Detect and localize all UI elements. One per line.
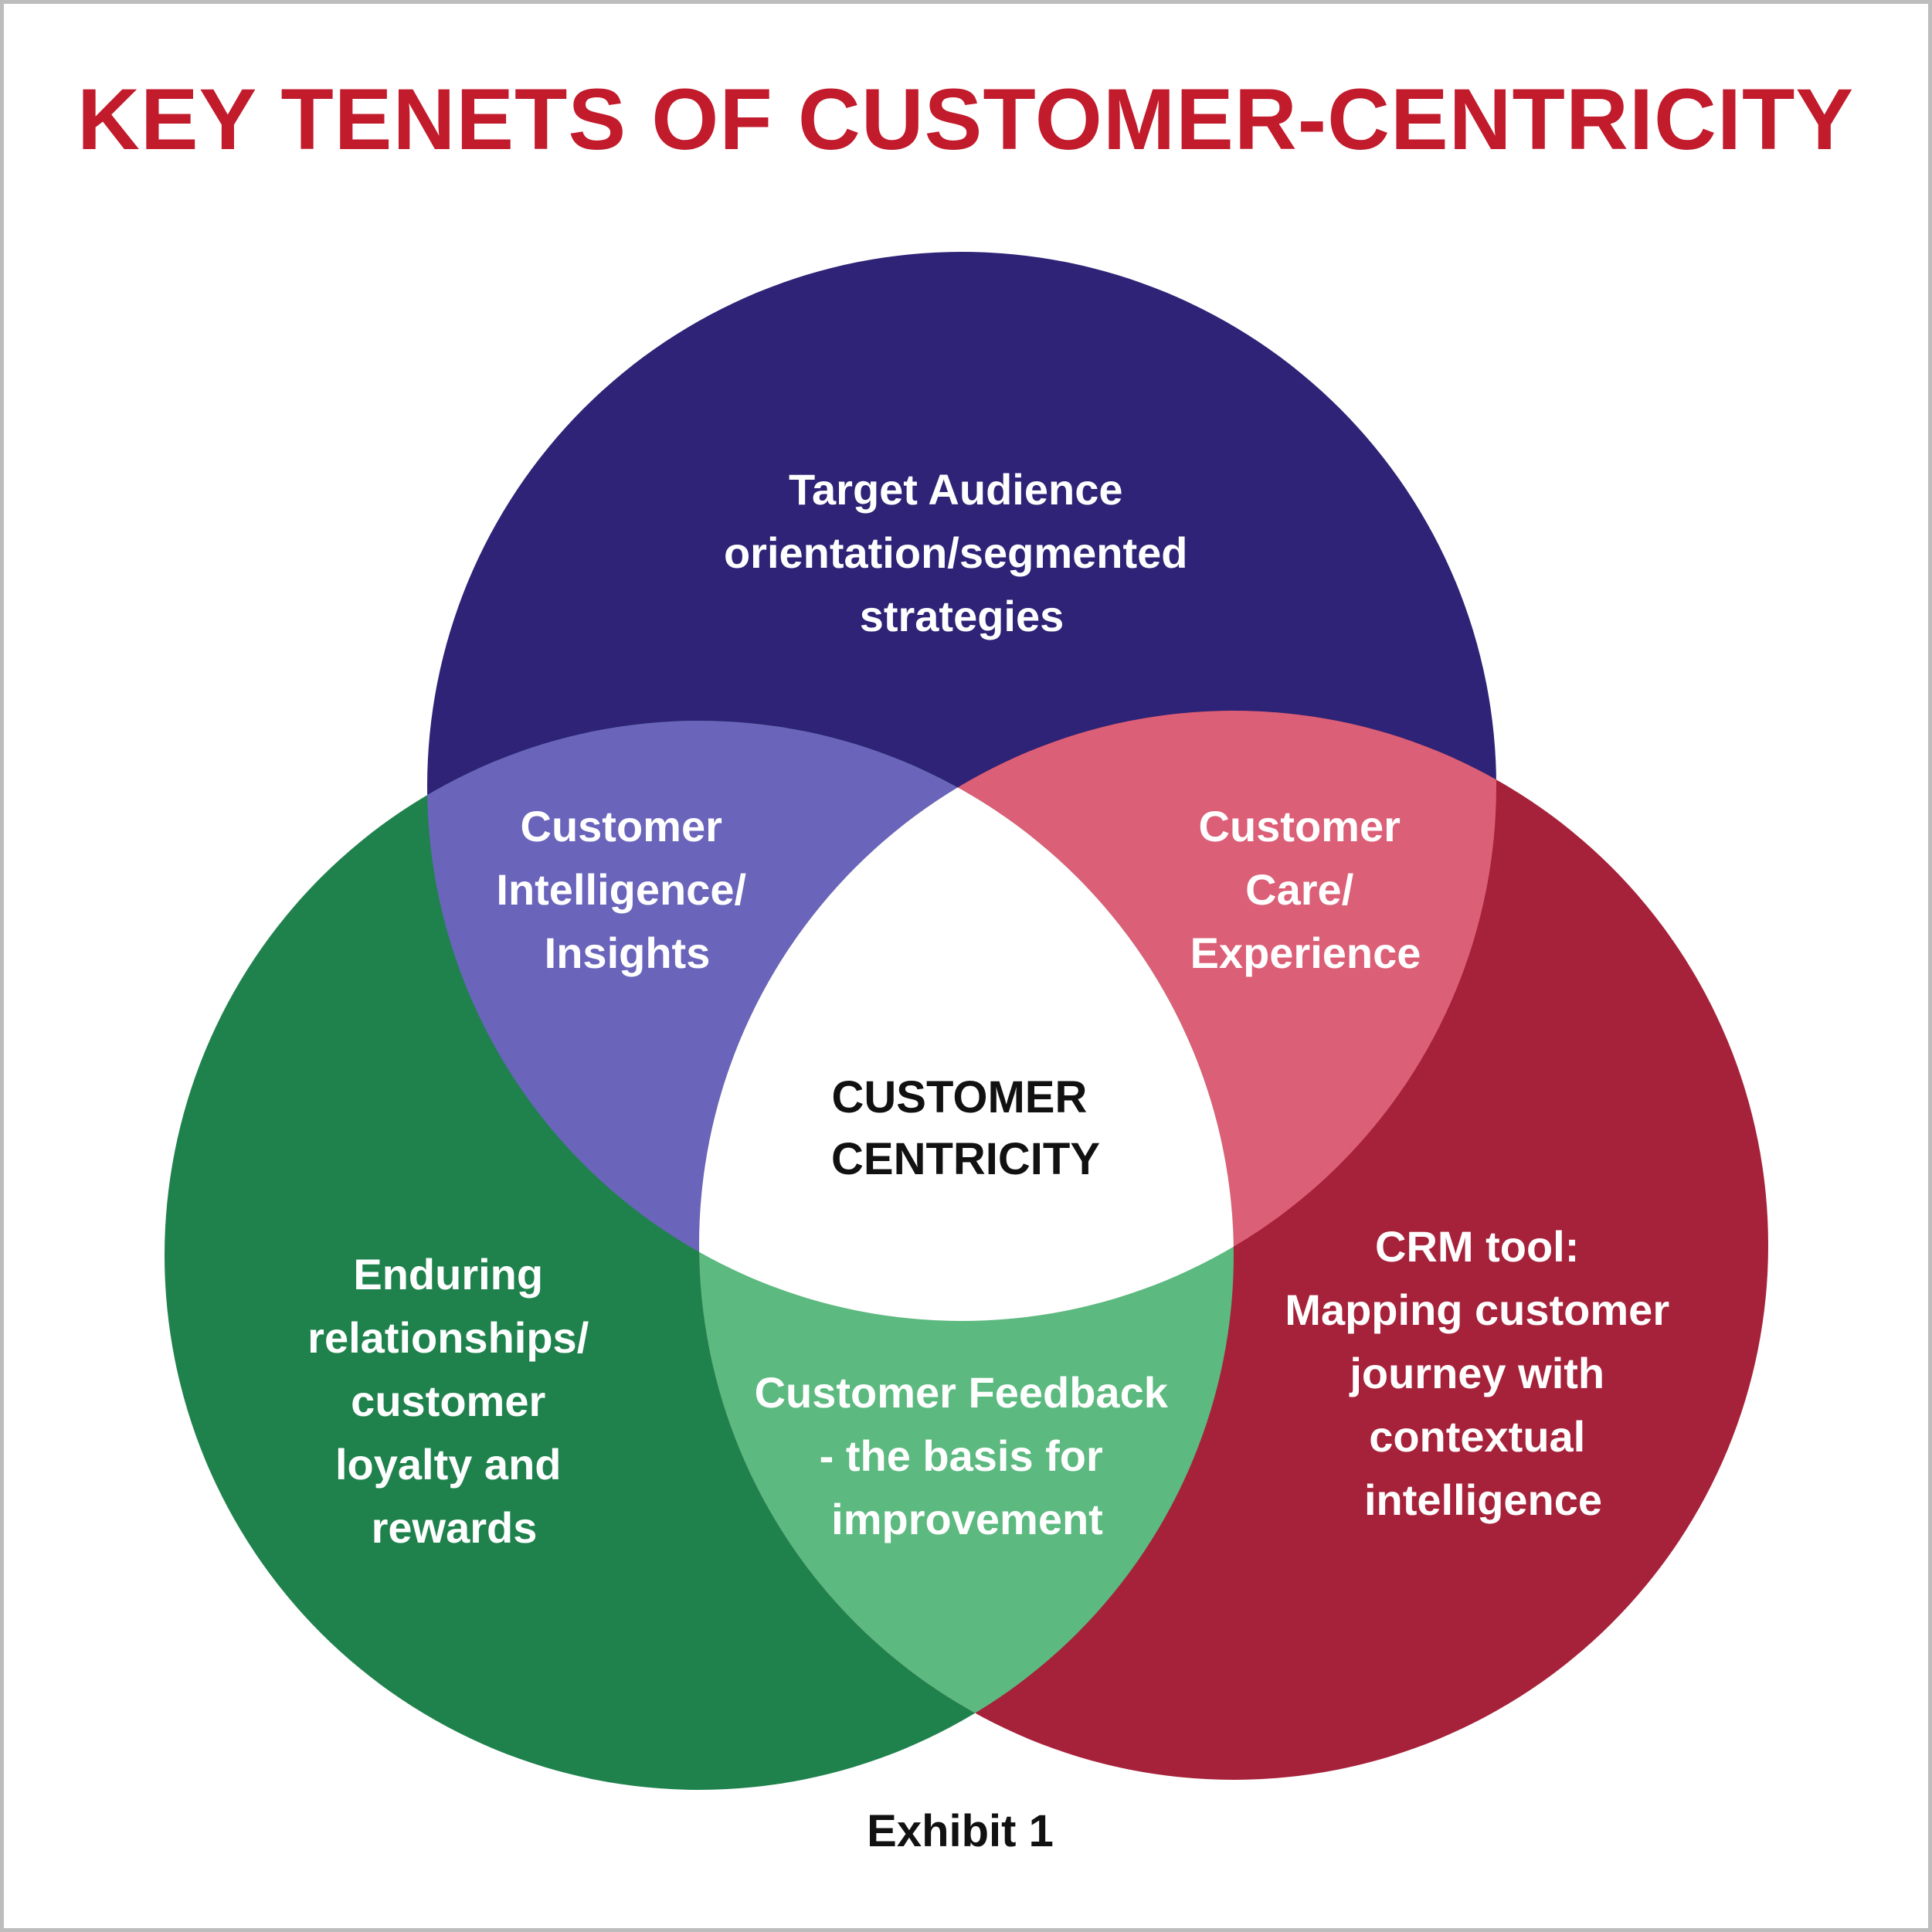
top-circle-label: Target Audience orientation/segmented st… bbox=[724, 465, 1200, 640]
center-intersection bbox=[699, 721, 1234, 1321]
center-label: CUSTOMER CENTRICITY bbox=[831, 1072, 1100, 1184]
diagram-title: KEY TENETS OF CUSTOMER-CENTRICITY bbox=[77, 71, 1854, 168]
right-circle-label: CRM tool: Mapping customer journey with … bbox=[1285, 1222, 1681, 1524]
exhibit-caption: Exhibit 1 bbox=[867, 1806, 1054, 1856]
left-circle-label: Enduring relationships/ customer loyalty… bbox=[307, 1250, 601, 1552]
top-right-overlap-label: Customer Care/ Experience bbox=[1190, 802, 1421, 977]
top-left-overlap-label: Customer Intelligence/ Insights bbox=[496, 802, 758, 977]
bottom-overlap-label: Customer Feedback - the basis for improv… bbox=[755, 1368, 1180, 1543]
